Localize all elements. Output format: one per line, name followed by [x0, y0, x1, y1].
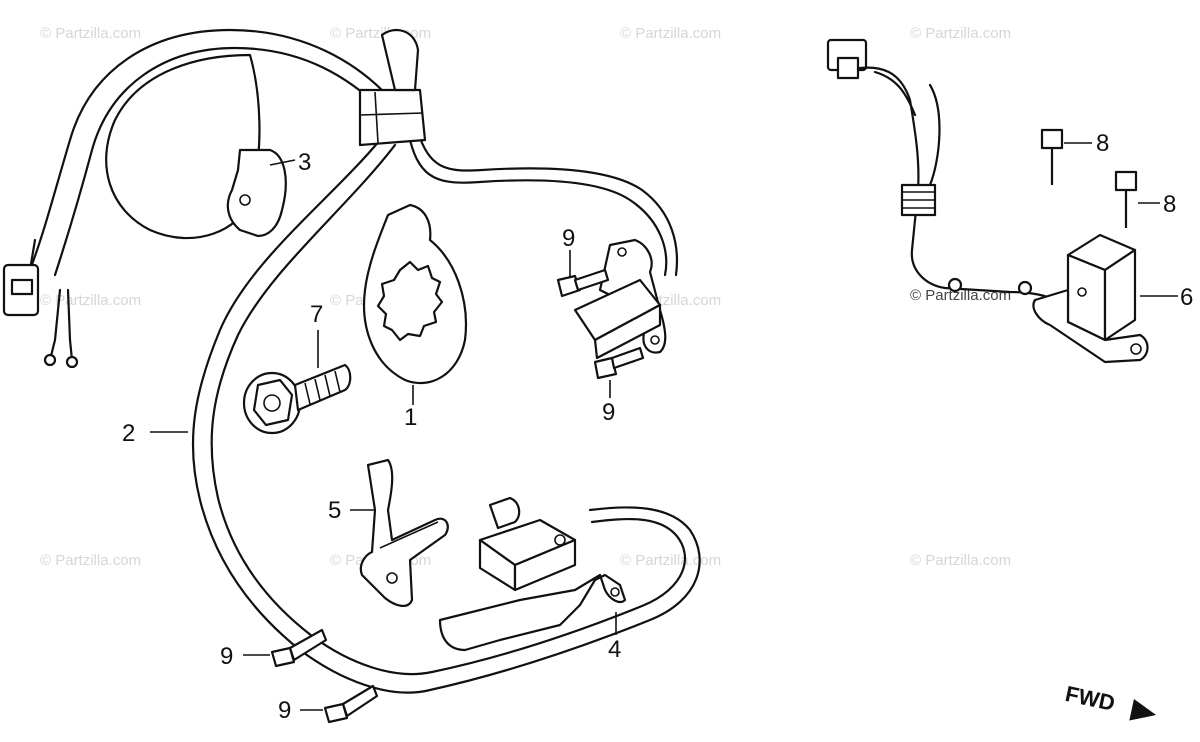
callout-8: 8	[1163, 191, 1176, 218]
bolt-part-8-lower[interactable]	[1114, 170, 1160, 228]
arrow-right-icon	[1129, 699, 1157, 721]
callout-1: 1	[404, 404, 417, 431]
clamp-plate-part-3[interactable]	[226, 148, 296, 238]
cdi-unit-part-6[interactable]	[1032, 233, 1178, 364]
watermarks: © Partzilla.com © Partzilla.com © Partzi…	[40, 25, 1011, 569]
callout-8: 8	[1096, 130, 1109, 157]
bolt-part-9-mid[interactable]	[593, 346, 645, 398]
callout-5: 5	[328, 497, 341, 524]
callout-9: 9	[220, 643, 233, 670]
bolt-part-9-lower-b[interactable]	[300, 684, 379, 724]
bracket-part-5[interactable]	[350, 458, 449, 607]
flange-bolt-part-7[interactable]	[242, 330, 352, 435]
bolt-part-9-lower-a[interactable]	[243, 628, 328, 668]
callout-2: 2	[122, 420, 135, 447]
watermark: © Partzilla.com	[330, 25, 431, 42]
fwd-label: FWD	[1063, 681, 1117, 716]
callout-3: 3	[298, 149, 311, 176]
watermark: © Partzilla.com	[40, 292, 141, 309]
watermark: © Partzilla.com	[910, 25, 1011, 42]
harness-coupler[interactable]	[358, 28, 427, 147]
watermark: © Partzilla.com	[40, 25, 141, 42]
bolt-part-8-upper[interactable]	[1040, 128, 1092, 185]
callout-6: 6	[1180, 284, 1193, 311]
watermark: © Partzilla.com	[40, 552, 141, 569]
callout-9: 9	[562, 225, 575, 252]
left-coupler[interactable]	[2, 263, 79, 369]
pulser-generator[interactable]	[573, 238, 667, 360]
callouts: 1 2 3 4 5 6 7 8 8 9 9 9 9	[122, 130, 1193, 724]
watermark: © Partzilla.com	[910, 552, 1011, 569]
bolt-part-9-upper[interactable]	[556, 250, 610, 298]
pulser-coil-part-4[interactable]	[438, 496, 627, 652]
pulser-plate-part-1[interactable]	[363, 203, 467, 405]
watermark: © Partzilla.com	[620, 25, 721, 42]
callout-9: 9	[602, 399, 615, 426]
callout-4: 4	[608, 636, 621, 663]
watermark: © Partzilla.com	[620, 552, 721, 569]
callout-7: 7	[310, 301, 323, 328]
fwd-indicator: FWD	[1063, 681, 1157, 721]
cdi-wire-lead[interactable]	[826, 38, 1057, 302]
callout-9: 9	[278, 697, 291, 724]
